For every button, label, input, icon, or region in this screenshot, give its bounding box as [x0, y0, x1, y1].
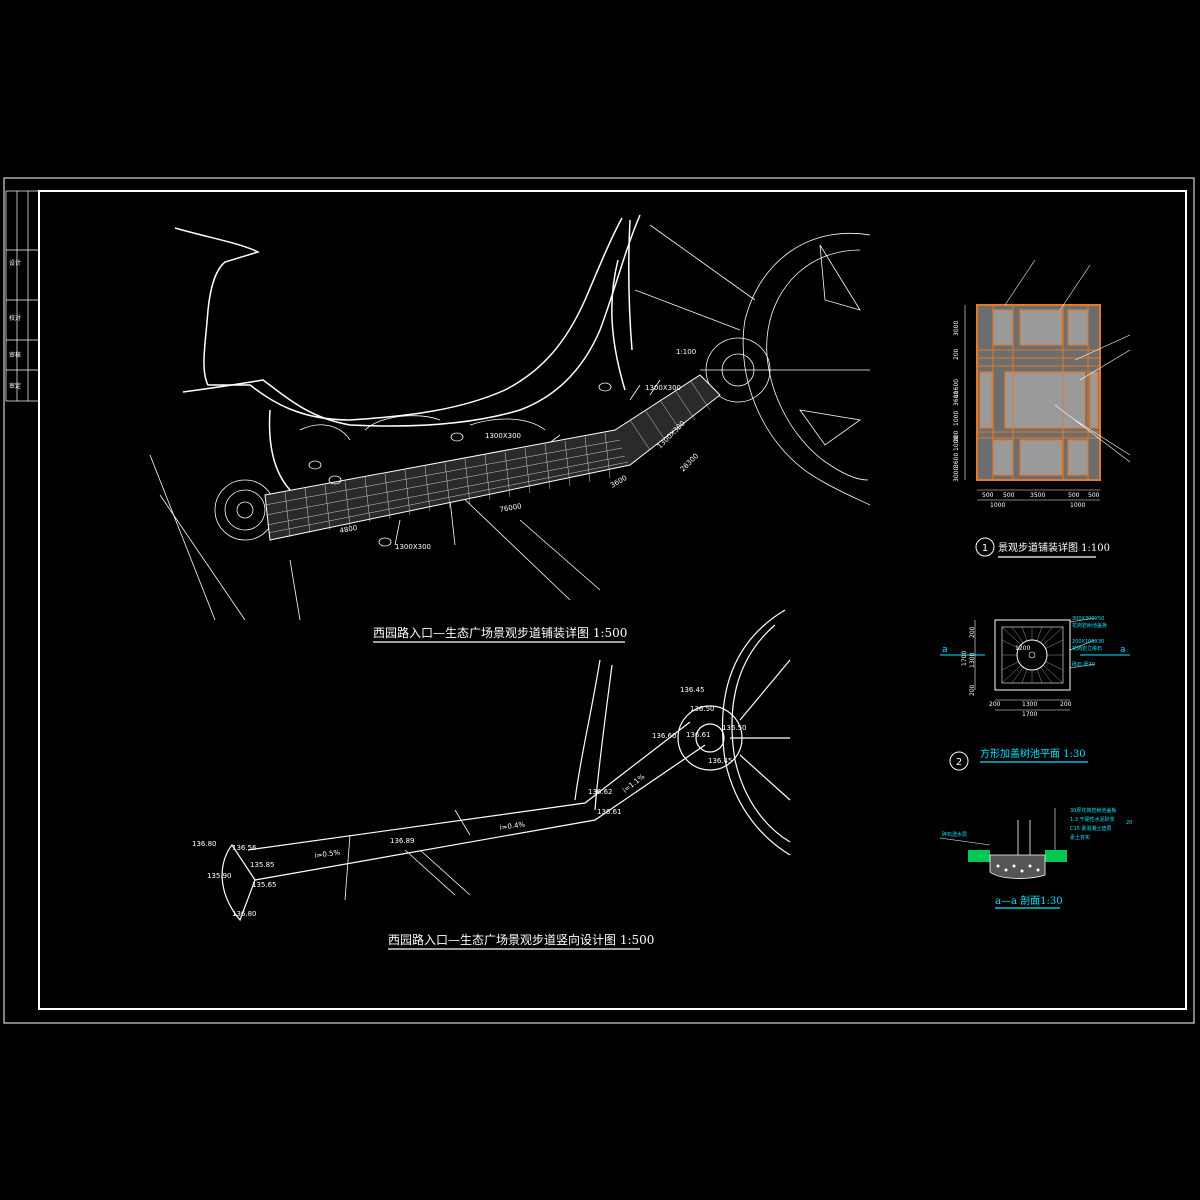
d2-section-mark-left: a: [942, 645, 948, 655]
plan-label-2: 26300: [679, 452, 700, 473]
profile-elev-4: 135.85: [250, 861, 275, 869]
profile-slope-2: i=0.4%: [499, 820, 526, 832]
inner-frame: [38, 190, 1187, 1010]
d1-dim-10: 500: [1003, 492, 1015, 499]
detail1-title: 景观步道铺装详图 1:100: [998, 541, 1110, 554]
d1-dim-11: 3500: [1030, 492, 1045, 499]
plan-label-3: 3600: [609, 474, 628, 490]
d3-note-1: 30厚花岗岩树池盖板: [1070, 807, 1116, 814]
plan-label-7: 1300X300: [485, 432, 521, 440]
profile-elev-1: 136.80: [192, 840, 217, 848]
d3-note-3: C15 素混凝土垫层: [1070, 825, 1111, 832]
d1-dim-5: 1000: [953, 436, 960, 451]
plan-label-6: 1300X300: [645, 384, 681, 392]
d1-dim-8: 3000: [953, 467, 960, 482]
d2-note-4: 花岗岩立缘石: [1072, 645, 1102, 652]
detail2-title: 方形加盖树池平面 1:30: [980, 747, 1086, 760]
d2-note-1: 300X300X50: [1072, 616, 1104, 622]
plan-label-8: 1300X300: [395, 543, 431, 551]
side-block-row-1: 设计: [9, 259, 21, 267]
side-block-row-3: 审核: [9, 351, 21, 359]
d3-note-4: 素土夯实: [1070, 834, 1090, 841]
profile-secondary-lines: [344, 809, 471, 901]
profile-slope-3: i=1.1%: [621, 772, 646, 794]
profile-elevations: 136.80 136.56 135.90 135.85 135.65 136.8…: [192, 686, 747, 918]
plan-label-4: 4800: [339, 524, 358, 535]
detail2-notes: 300X300X50 花岗岩树池盖板 200X100X30 花岗岩立缘石 砾石 …: [1072, 616, 1107, 668]
d1-dim-12: 500: [1068, 492, 1080, 499]
d2-note-5: 砾石 厚10: [1072, 661, 1095, 668]
d3-note-2: 1:3 干硬性水泥砂浆: [1070, 816, 1115, 823]
side-block-row-4: 审定: [9, 382, 21, 390]
d2-note-2: 花岗岩树池盖板: [1072, 622, 1107, 629]
plan-index-bubbles: [308, 382, 612, 547]
d1-dim-14: 11600: [953, 379, 960, 398]
profile-elev-14: 136.45: [708, 757, 733, 765]
d2-dim-6: 200: [969, 626, 976, 638]
d2-dim-1: 1700: [961, 651, 968, 666]
detail2-index: 2: [956, 757, 962, 768]
d2-dim-3: 200: [989, 701, 1001, 708]
d1-dim-2: 200: [953, 348, 960, 360]
profile-elev-9: 136.61: [597, 808, 622, 816]
profile-elev-10: 136.60: [652, 732, 677, 740]
profile-elev-15: 136.50: [722, 724, 747, 732]
profile-elev-13: 136.61: [686, 731, 711, 739]
profile-linework: [221, 609, 791, 922]
d2-dim-8: 200: [969, 684, 976, 696]
d2-note-3: 200X100X30: [1072, 639, 1104, 645]
plan-secondary-lines: [149, 224, 871, 621]
d1-dim-3: 3600: [953, 391, 960, 406]
d1-dim-7: 200: [953, 430, 960, 442]
d2-dim-4: 200: [1060, 701, 1072, 708]
d1-dim-6: 3600: [953, 453, 960, 468]
detail1-paving-plan: [964, 259, 1131, 501]
plan-linework: [174, 214, 641, 491]
plan-label-1: 1:100: [676, 348, 696, 356]
d2-section-mark-right: a: [1120, 645, 1126, 655]
d1-dim-13: 500: [1088, 492, 1100, 499]
detail2-tree-pit-plan: [940, 617, 1130, 711]
detail1-index-circle: [975, 537, 995, 557]
d2-dim-2: 1300: [1022, 701, 1037, 708]
profile-slope-1: i=0.5%: [314, 848, 341, 860]
plan-label-5: 76000: [499, 502, 522, 514]
side-block-row-2: 校对: [9, 314, 21, 322]
profile-elev-5: 135.65: [252, 881, 277, 889]
detail1-index: 1: [982, 543, 988, 554]
detail3-section: [939, 808, 1067, 879]
detail2-dims: 1700 1300 200 200 1700 200 1300 200 1200: [961, 626, 1072, 718]
profile-elev-7: 136.89: [390, 837, 415, 845]
detail1-dims: 3000 200 3600 1000 1000 3600 200 3000 50…: [953, 321, 1100, 509]
d1-dim-15: 1000: [990, 502, 1005, 509]
detail3-notes: 30厚花岗岩树池盖板 1:3 干硬性水泥砂浆 C15 素混凝土垫层 素土夯实 碎…: [942, 807, 1132, 841]
detail2-index-circle: [949, 751, 969, 771]
walkway-paving: [264, 374, 721, 541]
plan-title: 西园路入口—生态广场景观步道铺装详图 1:500: [373, 625, 627, 640]
profile-elev-3: 135.90: [207, 872, 232, 880]
d2-dim-5: 1700: [1022, 711, 1037, 718]
d1-dim-9: 500: [982, 492, 994, 499]
d2-dim-9: 1200: [1015, 645, 1030, 652]
profile-elev-6: 136.80: [232, 910, 257, 918]
detail3-title: a—a 剖面1:30: [995, 894, 1063, 907]
profile-title: 西园路入口—生态广场景观步道竖向设计图 1:500: [388, 932, 654, 947]
side-title-block: [5, 190, 40, 402]
profile-elev-8: 136.62: [588, 788, 613, 796]
outer-frame: [3, 177, 1195, 1024]
d3-note-6: 20: [1126, 820, 1132, 826]
profile-elev-2: 136.56: [232, 844, 257, 852]
d1-dim-16: 1000: [1070, 502, 1085, 509]
d3-note-5: 碎石透水层: [942, 831, 967, 838]
d1-dim-1: 3000: [953, 321, 960, 336]
d1-dim-4: 1000: [953, 411, 960, 426]
profile-elev-11: 136.45: [680, 686, 705, 694]
detail2-section-marks: a a: [942, 645, 1126, 655]
profile-elev-12: 136.50: [690, 705, 715, 713]
d2-dim-7: 1300: [969, 653, 976, 668]
